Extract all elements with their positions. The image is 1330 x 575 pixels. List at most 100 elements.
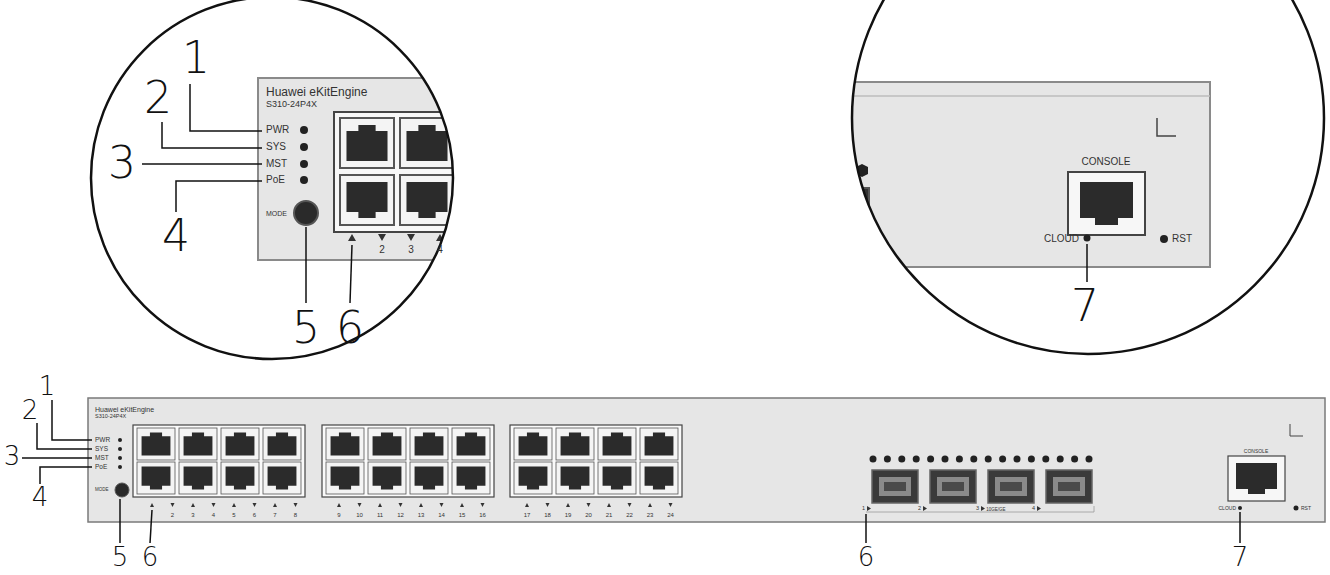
port-arrow (923, 506, 927, 511)
port-number: 7 (273, 512, 276, 518)
panel-mark (1290, 424, 1303, 436)
port-number: 8 (294, 512, 297, 518)
port-arrow (669, 503, 673, 507)
sfp-slot (942, 482, 964, 491)
rj45-port (221, 462, 259, 494)
leader-line (1239, 512, 1241, 543)
rj45-port (368, 462, 406, 494)
button-label: MODE (266, 210, 287, 217)
port-number: 13 (418, 512, 425, 518)
leader-line (119, 499, 121, 543)
sfp-slot (1053, 477, 1085, 496)
rj45-port (452, 428, 490, 460)
callout-number: 7 (1232, 544, 1249, 570)
port-number: 23 (647, 512, 654, 518)
port-arrow (628, 503, 632, 507)
leader-lines (22, 84, 1240, 543)
sfp-cage (988, 470, 1034, 503)
port-number: 3 (408, 245, 414, 255)
led (1042, 456, 1049, 463)
port-number: 2 (918, 506, 921, 512)
rj45-jack (561, 466, 590, 489)
led (300, 176, 308, 184)
rj45-jack (268, 432, 297, 455)
port-number: 9 (337, 512, 340, 518)
leader-line (40, 467, 92, 484)
rj45-port (556, 462, 594, 494)
sfp-slot (852, 196, 862, 232)
port-number: 5 (232, 512, 235, 518)
led-label: PoE (266, 175, 285, 185)
led (118, 456, 122, 460)
rj45-port (263, 428, 301, 460)
rj45-jack (373, 466, 402, 489)
reset-hole (1294, 506, 1299, 511)
rj45-jack (373, 432, 402, 455)
callout-number: 4 (32, 484, 49, 510)
port-arrow (525, 503, 529, 507)
led-label: PWR (266, 125, 289, 135)
sfp-slot (1058, 482, 1080, 491)
led (898, 456, 905, 463)
callout-number: 1 (39, 373, 56, 399)
led (1071, 456, 1078, 463)
rj45-port (452, 462, 490, 494)
zoom-circle (91, 0, 453, 359)
port-arrow (150, 503, 154, 507)
rj45-jack (1236, 463, 1277, 494)
port-arrow (232, 503, 236, 507)
port-number: 2 (171, 512, 174, 518)
port-arrow (546, 503, 550, 507)
rj45-port (179, 462, 217, 494)
led (118, 438, 122, 442)
port-arrow (440, 503, 444, 507)
port-block (510, 425, 682, 497)
rj45-port (640, 462, 678, 494)
callout-number: 6 (142, 544, 159, 570)
port-arrow (337, 503, 341, 507)
button-label: RST (1301, 506, 1311, 511)
rj45-port (326, 462, 364, 494)
leader-line (176, 181, 262, 212)
led (884, 456, 891, 463)
panel-face (820, 82, 1210, 267)
rj45-port (410, 462, 448, 494)
port-number: 21 (606, 512, 613, 518)
port-number: 15 (459, 512, 466, 518)
rj45-port (326, 428, 364, 460)
led (118, 447, 122, 451)
sfp-slot (937, 477, 969, 496)
port-number: 4 (437, 245, 443, 255)
port-arrow (566, 503, 570, 507)
rj45-jack (184, 432, 213, 455)
led (300, 126, 308, 134)
port-arrow (294, 503, 298, 507)
port-arrow (191, 503, 195, 507)
rj45-jack (142, 432, 171, 455)
rj45-port (179, 428, 217, 460)
reset-hole (1160, 235, 1168, 243)
rj45-jack (406, 125, 447, 161)
led (913, 456, 920, 463)
leader-line (350, 245, 352, 303)
port-arrow (212, 503, 216, 507)
port-number: 12 (397, 512, 404, 518)
leader-line (865, 514, 867, 543)
sfp-slot (1000, 482, 1022, 491)
rj45-jack (331, 466, 360, 489)
sfp-slot (879, 477, 911, 496)
rj45-jack (415, 432, 444, 455)
rj45-port (137, 462, 175, 494)
rj45-jack (184, 466, 213, 489)
rj45-port (340, 118, 394, 168)
model-text: S310-24P4X (266, 100, 317, 109)
led (942, 456, 949, 463)
zoom-detail (820, 82, 1210, 267)
panel-mark (1157, 118, 1176, 136)
rj45-jack (519, 466, 548, 489)
led (300, 160, 308, 168)
port-number: 19 (565, 512, 572, 518)
rj45-jack (457, 432, 486, 455)
